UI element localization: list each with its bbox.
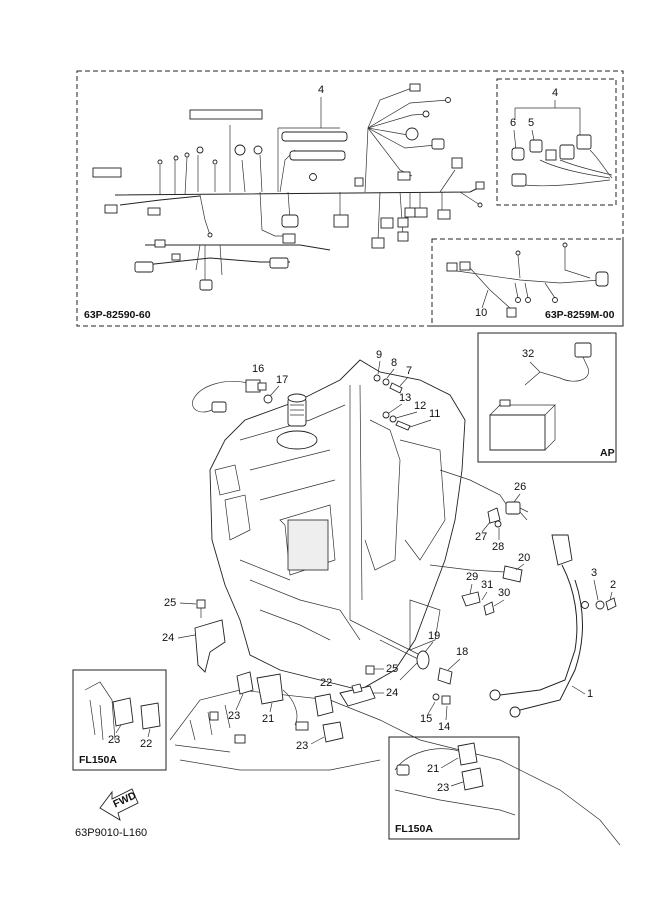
callout-25-left: 25 — [164, 597, 176, 609]
callout-17: 17 — [276, 374, 288, 386]
figure-code: 63P9010-L160 — [75, 827, 147, 839]
callout-6: 6 — [510, 117, 516, 129]
callout-1: 1 — [587, 688, 593, 700]
fwd-arrow: FWD — [99, 788, 139, 821]
parts-24-25-right: 25 24 — [339, 663, 398, 707]
harness-inset-10: 10 63P-8259M-00 — [431, 238, 624, 327]
harness-sub-part-code: 63P-8259M-00 — [545, 309, 615, 321]
callout-11: 11 — [429, 408, 440, 420]
fl150a-label-right: FL150A — [395, 823, 433, 835]
callout-3: 3 — [591, 567, 597, 579]
harness-main-part-code: 63P-82590-60 — [84, 309, 151, 321]
callout-22-center: 22 — [320, 677, 332, 689]
part-16-sensor: 16 17 — [192, 363, 288, 413]
fl150a-inset-right: 21 23 FL150A — [388, 736, 520, 840]
callout-26: 26 — [514, 481, 526, 493]
callout-16: 16 — [252, 363, 264, 375]
callout-4-inset: 4 — [552, 87, 558, 99]
parts-24-25-left: 25 24 — [162, 597, 226, 673]
callout-24-left: 24 — [162, 632, 174, 644]
callout-8: 8 — [391, 357, 397, 369]
callout-15: 15 — [420, 713, 432, 725]
callout-4: 4 — [318, 84, 324, 96]
parts-7-8-9: 9 8 7 — [373, 349, 412, 394]
parts-1-2-3-cable: 3 2 1 — [489, 534, 617, 718]
callout-12: 12 — [414, 400, 426, 412]
parts-21-22-23-center: 23 21 22 23 — [228, 671, 344, 752]
callout-21-fl150a-right: 21 — [427, 763, 439, 775]
callout-29: 29 — [466, 571, 478, 583]
ap-label: AP — [600, 447, 615, 459]
engine-block — [169, 359, 621, 846]
ap-inset: 32 AP — [477, 332, 617, 463]
callout-31: 31 — [481, 579, 493, 591]
callout-25-right: 25 — [386, 663, 398, 675]
parts-14-15: 15 14 — [420, 693, 451, 733]
callout-23-fl150a-left: 23 — [108, 734, 120, 746]
callout-7: 7 — [406, 365, 412, 377]
callout-32: 32 — [522, 348, 534, 360]
parts-18-19: 19 18 — [349, 619, 468, 685]
callout-2: 2 — [610, 579, 616, 591]
callout-5: 5 — [528, 117, 534, 129]
callout-10: 10 — [475, 307, 487, 319]
callout-24-right: 24 — [386, 687, 398, 699]
callout-23-center: 23 — [228, 710, 240, 722]
callout-9: 9 — [376, 349, 382, 361]
callout-27: 27 — [475, 531, 487, 543]
callout-18: 18 — [456, 646, 468, 658]
callout-20: 20 — [518, 552, 530, 564]
fl150a-inset-left: 23 22 FL150A — [72, 669, 167, 771]
parts-20-29-30-31: 20 29 31 30 — [429, 552, 530, 616]
callout-23-center-lower: 23 — [296, 740, 308, 752]
callout-23-fl150a-right: 23 — [437, 782, 449, 794]
callout-21-center: 21 — [262, 713, 274, 725]
callout-19: 19 — [428, 630, 440, 642]
fl150a-label-left: FL150A — [79, 754, 117, 766]
harness-panel-main: 4 63P-82590-60 — [76, 70, 624, 327]
callout-14: 14 — [438, 721, 450, 733]
callout-22-fl150a-left: 22 — [140, 738, 152, 750]
parts-26-27-28: 26 27 28 — [439, 469, 529, 553]
parts-11-12-13: 13 12 11 — [382, 392, 440, 431]
harness-inset-4-5-6: 4 5 6 — [496, 78, 617, 206]
callout-28: 28 — [492, 541, 504, 553]
callout-13: 13 — [399, 392, 411, 404]
callout-30: 30 — [498, 587, 510, 599]
